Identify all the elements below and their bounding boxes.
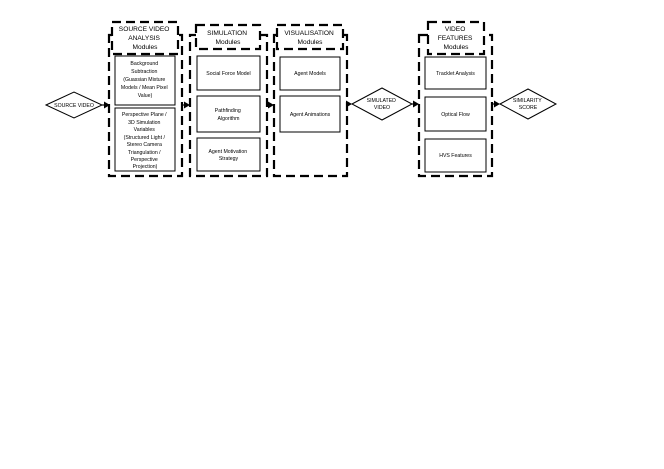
perspective-plane-label: Perspective Plane / 3D Simulation Variab… — [122, 112, 168, 170]
social-force-model-label: Social Force Model — [206, 71, 250, 77]
perspective-plane-box — [114, 107, 176, 172]
video-features-title-tab — [426, 20, 486, 56]
source-video-analysis-title-tab — [110, 20, 180, 56]
hvs-features-label: HVS Features — [439, 153, 472, 159]
pathfinding-algorithm-label: Pathfinding Algorithm — [215, 108, 242, 122]
arrowhead-visualisation-to-simulated — [346, 100, 352, 108]
video-features-title: VIDEO FEATURES Modules — [438, 26, 475, 51]
source-video-label: SOURCE VIDEO — [54, 103, 94, 109]
background-subtraction-label: Background Subtraction (Guassian Mixture… — [121, 61, 169, 99]
optical-flow-box — [424, 96, 487, 132]
optical-flow-label: Optical Flow — [441, 112, 470, 118]
agent-motivation-strategy-label: Agent Motivation Strategy — [208, 149, 248, 162]
arrowhead-features-to-similarity — [494, 100, 500, 108]
agent-models-box — [279, 56, 341, 91]
similarity-score-diamond — [498, 88, 558, 120]
hvs-features-box — [424, 138, 487, 173]
agent-animations-box — [279, 95, 341, 133]
tracklet-analysis-label: Tracklet Analysis — [436, 71, 475, 77]
arrowhead-simulation-to-visualisation — [268, 101, 274, 109]
agent-animations-label: Agent Animations — [290, 112, 331, 118]
social-force-model-box — [196, 55, 261, 91]
simulation-title: SIMULATION Modules — [207, 30, 249, 46]
arrowhead-analysis-to-simulation — [184, 101, 190, 109]
simulated-video-label: SIMULATED VIDEO — [367, 98, 398, 111]
pathfinding-algorithm-box — [196, 95, 261, 133]
similarity-score-label: SIMILARITY SCORE — [513, 98, 543, 111]
visualisation-title-tab — [275, 23, 345, 51]
simulated-video-diamond — [350, 87, 414, 121]
agent-motivation-strategy-box — [196, 137, 261, 172]
visualisation-title: VISUALISATION Modules — [284, 30, 335, 46]
background-subtraction-box — [114, 55, 176, 106]
agent-models-label: Agent Models — [294, 71, 326, 77]
arrowhead-source-to-analysis — [104, 101, 110, 109]
source-video-analysis-title: SOURCE VIDEO ANALYSIS Modules — [119, 26, 171, 51]
tracklet-analysis-box — [424, 56, 487, 90]
simulation-title-tab — [194, 23, 262, 51]
arrowhead-simulated-to-features — [413, 100, 419, 108]
